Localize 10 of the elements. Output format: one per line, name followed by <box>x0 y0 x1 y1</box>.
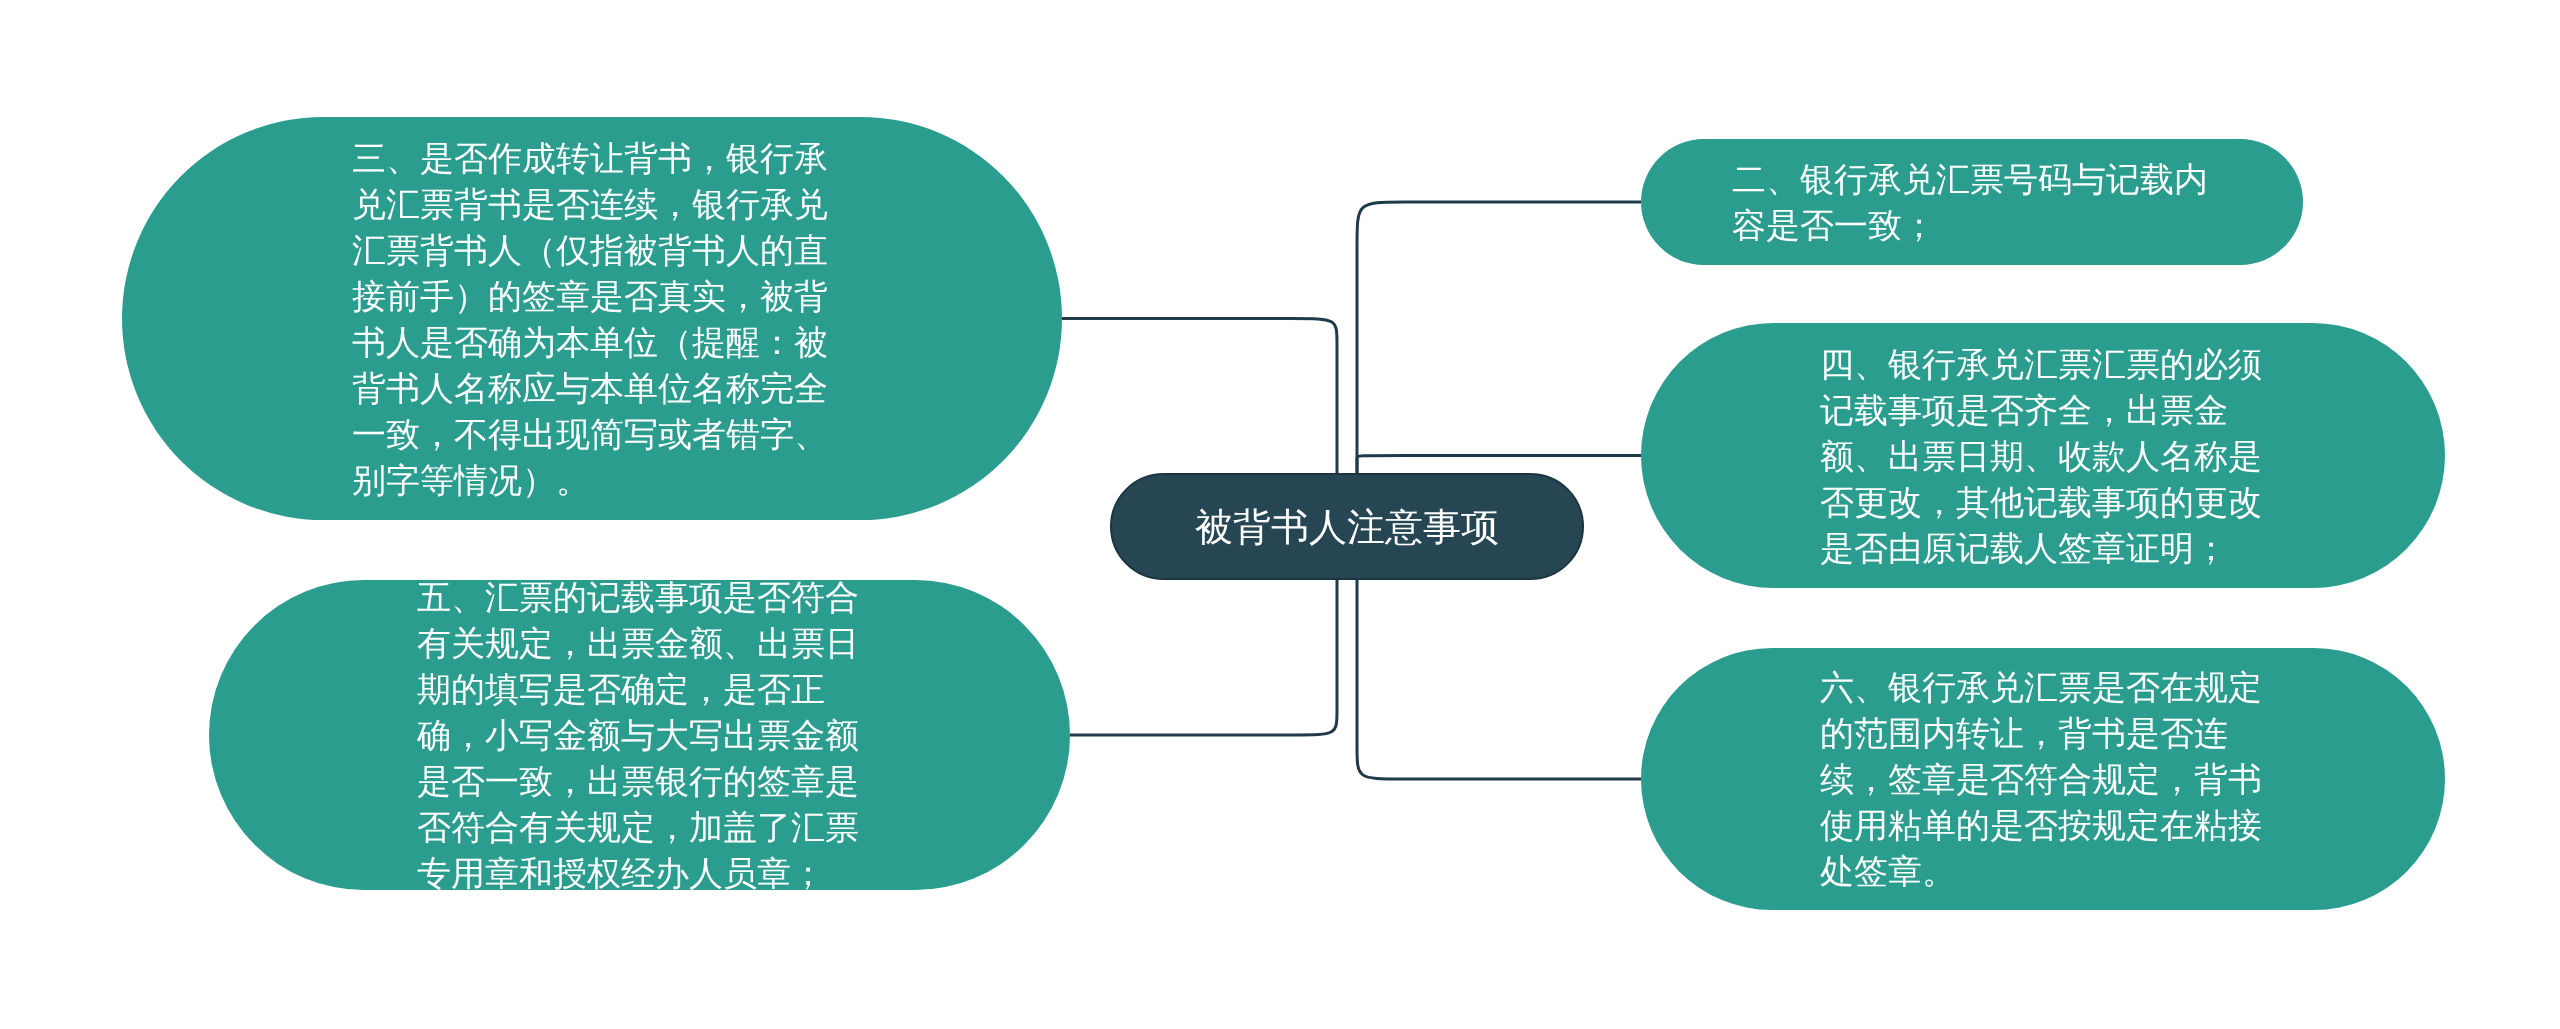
topic-text: 六、银行承兑汇票是否在规定的范围内转让，背书是否连续，签章是否符合规定，背书使用粘单的是否按规定在粘接处签章。 <box>1820 666 2263 893</box>
topic-text: 二、银行承兑汇票号码与记载内容是否一致； <box>1732 158 2209 247</box>
connector-line <box>1070 580 1339 737</box>
connector-line <box>1355 580 1641 781</box>
topic-text: 四、银行承兑汇票汇票的必须记载事项是否齐全，出票金额、出票日期、收款人名称是否更改，其他记载事项的更改是否由原记载人签章证明； <box>1820 342 2263 570</box>
topic-text: 三、是否作成转让背书，银行承兑汇票背书是否连续，银行承兑汇票背书人（仅指被背书人的直接前手）的签章是否真实，被背书人是否确为本单位（提醒：被背书人名称应与本单位名称完全一致，不得出现简写或者错字、别字等情况）。 <box>352 136 829 502</box>
topic-title: 被背书人注意事项 <box>1195 503 1499 551</box>
connector-line <box>1355 454 1641 473</box>
topic-text: 五、汇票的记载事项是否符合有关规定，出票金额、出票日期的填写是否确定，是否正确，小写金额与大写出票金额是否一致，出票银行的签章是否符合有关规定，加盖了汇票专用章和授权经办人员章； <box>416 576 860 895</box>
connector-line <box>1062 317 1339 473</box>
